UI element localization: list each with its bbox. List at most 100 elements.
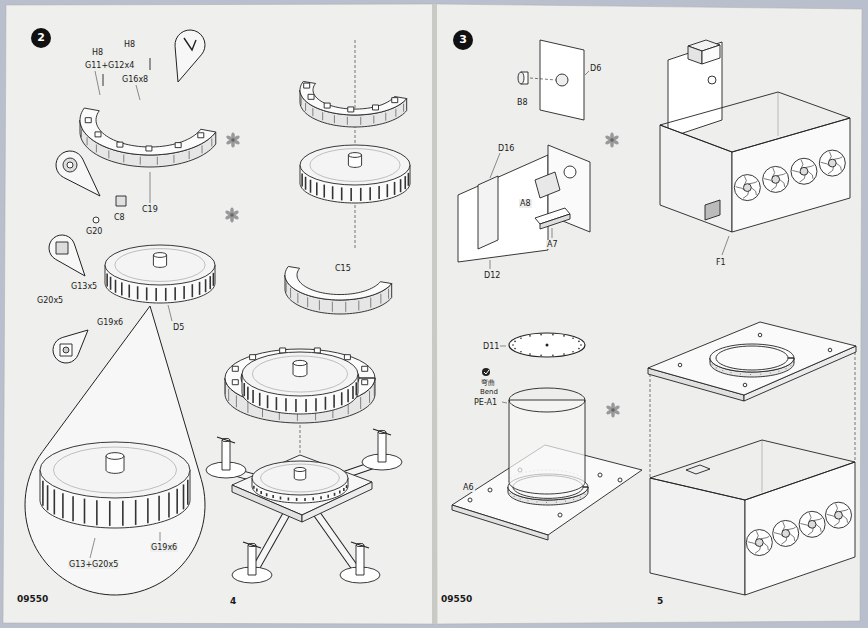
plate-hole bbox=[488, 488, 492, 492]
part-label: D12 bbox=[483, 271, 501, 280]
disc-rivet bbox=[529, 353, 531, 355]
jack-handle bbox=[243, 542, 261, 548]
wall-rib bbox=[731, 372, 732, 373]
disc-slot bbox=[285, 398, 287, 411]
symbol-centre bbox=[610, 138, 614, 142]
step-number-text: 2 bbox=[37, 32, 45, 44]
leader-line bbox=[160, 532, 161, 541]
jack-handle bbox=[351, 542, 369, 548]
disc-slot bbox=[110, 277, 112, 290]
disc-slot bbox=[209, 276, 211, 289]
step-arrow-symbol bbox=[225, 208, 240, 223]
fan-blade bbox=[774, 533, 783, 536]
leader-line bbox=[552, 228, 553, 238]
ring-fitting bbox=[146, 146, 152, 151]
fan-ring bbox=[763, 166, 789, 192]
ring-top bbox=[300, 81, 407, 115]
fan-blade bbox=[809, 513, 811, 522]
ring-fitting bbox=[314, 348, 320, 353]
fan-blade bbox=[780, 179, 785, 187]
bend-icon bbox=[482, 368, 490, 376]
disc-rivet bbox=[572, 351, 574, 353]
fan-blade bbox=[827, 514, 836, 517]
wall-rib bbox=[374, 384, 375, 396]
step-arrow-symbol bbox=[226, 133, 241, 148]
wall-rib bbox=[509, 493, 510, 494]
wall-rib bbox=[96, 144, 97, 152]
deck-plate-a6 bbox=[648, 322, 856, 395]
disc-slot bbox=[343, 488, 345, 491]
wall-rib bbox=[536, 501, 537, 502]
wall-rib bbox=[370, 298, 371, 308]
disc-slot bbox=[72, 496, 74, 521]
disc-slot bbox=[288, 497, 290, 500]
wall-rib bbox=[319, 300, 320, 310]
disc-rim bbox=[261, 464, 340, 492]
disc-slot bbox=[404, 176, 406, 189]
leader-line bbox=[490, 153, 500, 178]
guide-line bbox=[650, 374, 651, 478]
part-label: C8 bbox=[113, 213, 126, 222]
wall-rib bbox=[750, 374, 751, 375]
guide-line bbox=[855, 352, 856, 462]
disc-slot bbox=[243, 383, 245, 396]
wall-rib bbox=[290, 288, 291, 298]
disc-rivet bbox=[514, 341, 516, 343]
assembled-ring bbox=[225, 348, 375, 423]
wall-rib bbox=[140, 157, 141, 165]
ring-fitting bbox=[232, 366, 238, 371]
disc-slot bbox=[187, 480, 189, 505]
disc-slot bbox=[280, 497, 282, 500]
part-label: C15 bbox=[334, 264, 352, 273]
wall-rib bbox=[716, 367, 717, 368]
disc-slot bbox=[305, 399, 307, 412]
disc-slot bbox=[42, 481, 44, 506]
disc-slot bbox=[296, 498, 298, 501]
part-label: G13+G20x5 bbox=[68, 560, 119, 569]
part-label: G16x8 bbox=[121, 75, 149, 84]
fan-blade bbox=[748, 542, 757, 545]
part-label: D16 bbox=[497, 144, 515, 153]
small-part bbox=[116, 196, 126, 206]
leader-line bbox=[722, 236, 729, 255]
disc-slot bbox=[332, 186, 334, 199]
wall-rib bbox=[297, 293, 298, 303]
pe-cylinder-top bbox=[509, 388, 585, 412]
fan-blade bbox=[840, 509, 849, 511]
disc-rivet bbox=[563, 335, 565, 337]
ring-fitting bbox=[232, 380, 238, 385]
disc-slot bbox=[106, 274, 108, 287]
wall-rib bbox=[528, 500, 529, 501]
page-fold bbox=[432, 4, 437, 624]
ring-part-c19-assembled bbox=[300, 81, 407, 127]
fan-blade bbox=[751, 188, 756, 196]
part-label: H8 bbox=[91, 48, 104, 57]
small-part bbox=[93, 217, 99, 223]
disc-slot bbox=[320, 496, 322, 499]
wall-rib bbox=[587, 491, 588, 492]
box-side bbox=[660, 125, 732, 232]
fan-blade bbox=[781, 537, 787, 544]
disc-rivet bbox=[520, 337, 522, 339]
detail-part bbox=[63, 347, 69, 353]
disc-slot bbox=[408, 173, 410, 186]
jack-handle bbox=[217, 437, 235, 443]
fan-blade bbox=[777, 173, 786, 175]
disc-slot bbox=[355, 382, 357, 395]
wall-rib bbox=[347, 117, 348, 125]
disc-centre bbox=[546, 344, 549, 347]
fan-blade bbox=[842, 515, 847, 523]
disc-slot bbox=[62, 493, 64, 518]
disc-slot bbox=[327, 495, 329, 498]
wall-rib bbox=[712, 364, 713, 365]
wall-rib bbox=[332, 302, 333, 312]
wall-rib bbox=[373, 115, 374, 123]
disc-slot bbox=[260, 491, 262, 494]
disc-slot bbox=[213, 273, 215, 286]
fan-ring bbox=[734, 175, 760, 201]
fan-blade bbox=[764, 179, 773, 182]
wall-rib bbox=[305, 103, 306, 111]
fan-ring bbox=[799, 511, 825, 537]
fan-ring bbox=[826, 502, 852, 528]
fan-ring bbox=[773, 520, 799, 546]
